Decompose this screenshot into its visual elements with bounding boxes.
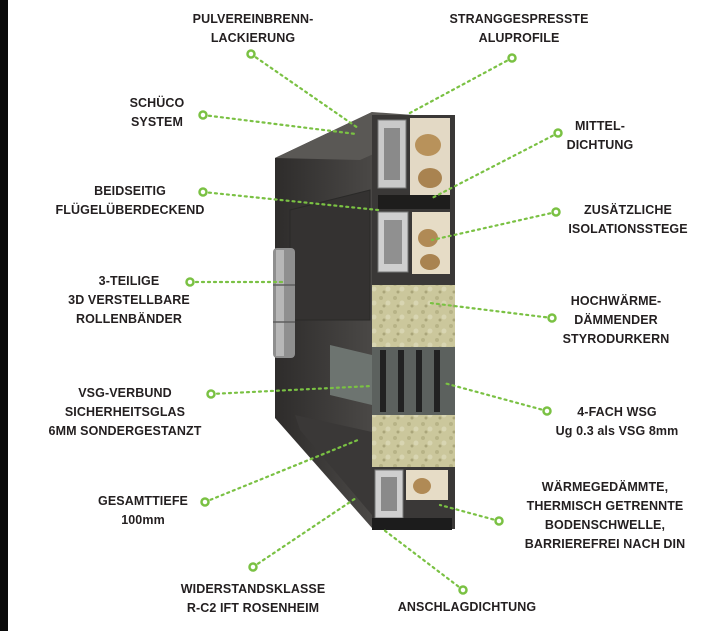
label-line: BARRIEREFREI NACH DIN bbox=[524, 537, 686, 551]
label-line: STYRODURKERN bbox=[562, 332, 670, 346]
label-line: R-C2 IFT ROSENHEIM bbox=[186, 601, 320, 615]
label-line: ISOLATIONSSTEGE bbox=[568, 222, 688, 236]
leader-markers bbox=[185, 49, 563, 595]
label-widerstandsklasse: WIDERSTANDSKLASSE R-C2 IFT ROSENHEIM bbox=[181, 580, 326, 618]
marker-tiefe bbox=[200, 497, 210, 507]
label-line: DICHTUNG bbox=[566, 138, 634, 152]
marker-strang bbox=[507, 53, 517, 63]
label-line: BODENSCHWELLE, bbox=[544, 518, 666, 532]
label-line: 4-FACH WSG bbox=[577, 405, 657, 419]
label-vsg-verbund: VSG-VERBUND SICHERHEITSGLAS 6MM SONDERGE… bbox=[49, 384, 202, 441]
label-schueco-system: SCHÜCO SYSTEM bbox=[130, 94, 185, 132]
label-line: ROLLENBÄNDER bbox=[75, 312, 183, 326]
marker-mittel bbox=[553, 128, 563, 138]
label-rollenbaender: 3-TEILIGE 3D VERSTELLBARE ROLLENBÄNDER bbox=[68, 272, 190, 329]
marker-pulver bbox=[246, 49, 256, 59]
marker-widerstand bbox=[248, 562, 258, 572]
marker-anschlag bbox=[458, 585, 468, 595]
label-line: BEIDSEITIG bbox=[94, 184, 166, 198]
label-line: WIDERSTANDSKLASSE bbox=[180, 582, 326, 596]
marker-isolation bbox=[551, 207, 561, 217]
hinge bbox=[273, 248, 295, 358]
label-anschlagdichtung: ANSCHLAGDICHTUNG bbox=[398, 598, 536, 617]
label-line: PULVEREINBRENN- bbox=[192, 12, 314, 26]
label-line: SCHÜCO bbox=[129, 96, 185, 110]
label-line: GESAMTTIEFE bbox=[98, 494, 188, 508]
marker-vsg bbox=[206, 389, 216, 399]
label-bodenschwelle: WÄRMEGEDÄMMTE, THERMISCH GETRENNTE BODEN… bbox=[525, 478, 685, 554]
label-line: FLÜGELÜBERDECKEND bbox=[55, 203, 205, 217]
label-mitteldichtung: MITTEL- DICHTUNG bbox=[567, 117, 634, 155]
door-side-face bbox=[275, 112, 455, 528]
label-line: 100mm bbox=[121, 513, 165, 527]
label-line: LACKIERUNG bbox=[210, 31, 296, 45]
label-gesamttiefe: GESAMTTIEFE 100mm bbox=[98, 492, 188, 530]
label-line: Ug 0.3 als VSG 8mm bbox=[555, 424, 679, 438]
label-line: THERMISCH GETRENNTE bbox=[526, 499, 684, 513]
marker-wsg bbox=[542, 406, 552, 416]
label-line: SICHERHEITSGLAS bbox=[64, 405, 186, 419]
label-line: STRANGGESPRESSTE bbox=[449, 12, 589, 26]
label-beidseitig: BEIDSEITIG FLÜGELÜBERDECKEND bbox=[56, 182, 205, 220]
label-line: 3-TEILIGE bbox=[98, 274, 160, 288]
leader-lines bbox=[188, 52, 560, 592]
label-4fach-wsg: 4-FACH WSG Ug 0.3 als VSG 8mm bbox=[556, 403, 679, 441]
label-line: VSG-VERBUND bbox=[78, 386, 172, 400]
label-line: WÄRMEGEDÄMMTE, bbox=[541, 480, 669, 494]
label-styrodurkern: HOCHWÄRME- DÄMMENDER STYRODURKERN bbox=[563, 292, 670, 349]
label-line: HOCHWÄRME- bbox=[570, 294, 662, 308]
marker-schwelle bbox=[494, 516, 504, 526]
label-pulvereinbrennlackierung: PULVEREINBRENN- LACKIERUNG bbox=[193, 10, 314, 48]
marker-rollen bbox=[185, 277, 195, 287]
label-line: SYSTEM bbox=[131, 115, 183, 129]
label-line: ZUSÄTZLICHE bbox=[584, 203, 672, 217]
label-line: ANSCHLAGDICHTUNG bbox=[397, 600, 537, 614]
label-line: 6MM SONDERGESTANZT bbox=[48, 424, 202, 438]
cross-section bbox=[372, 115, 455, 530]
label-stranggepresste-aluprofile: STRANGGESPRESSTE ALUPROFILE bbox=[449, 10, 588, 48]
label-line: ALUPROFILE bbox=[478, 31, 560, 45]
label-isolationsstege: ZUSÄTZLICHE ISOLATIONSSTEGE bbox=[568, 201, 687, 239]
marker-styro bbox=[547, 313, 557, 323]
marker-beidseitig bbox=[198, 187, 208, 197]
marker-schueco bbox=[198, 110, 208, 120]
label-line: 3D VERSTELLBARE bbox=[68, 293, 190, 307]
dark-edge bbox=[0, 0, 8, 631]
label-line: DÄMMENDER bbox=[574, 313, 658, 327]
label-line: MITTEL- bbox=[575, 119, 625, 133]
